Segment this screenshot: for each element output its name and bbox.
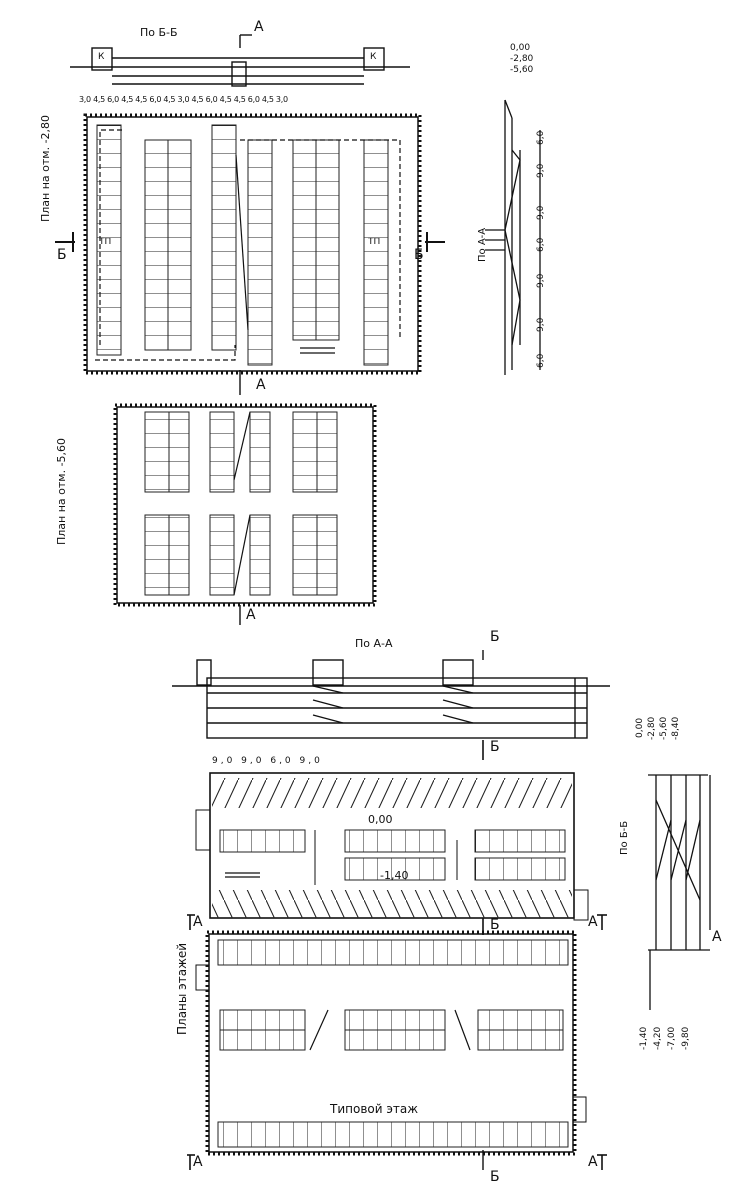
section-aa-small-caption: По А-А xyxy=(477,227,488,262)
tp-left-label: ТП xyxy=(99,237,112,247)
cut-b-mid-label: Б xyxy=(490,739,500,755)
top-section-bb xyxy=(70,34,410,87)
plan-minus-5-60-caption: План на отм. -5,60 xyxy=(55,437,68,545)
cut-a-bottom-label: А xyxy=(246,607,256,623)
cut-a-mid-label: А xyxy=(256,377,266,393)
top-dimensions: 3,0 4,5 6,0 4,5 4,5 6,0 4,5 3,0 4,5 6,0 … xyxy=(79,95,288,104)
cut-a-left-upper: А xyxy=(193,914,203,930)
cut-a-right-upper: А xyxy=(588,914,598,930)
k-left-label: К xyxy=(98,52,105,62)
cut-a-top-label: А xyxy=(254,19,264,35)
bb-bottom-elev-3: -7,00 xyxy=(667,1026,677,1050)
bb-top-elev-1: 0,00 xyxy=(635,717,645,738)
typical-floor-plan xyxy=(195,930,587,1170)
small-section-bb xyxy=(648,774,711,1010)
bb-bottom-elev-2: -4,20 xyxy=(653,1026,663,1050)
elev-minus-5-60: -5,60 xyxy=(510,65,534,75)
small-section-aa xyxy=(485,99,541,375)
section-aa-dim-3: 9,0 xyxy=(536,205,546,220)
section-aa-dim-5: 9,0 xyxy=(536,273,546,288)
section-bb-title: По Б-Б xyxy=(140,26,178,39)
section-aa-title: По А-А xyxy=(355,637,393,650)
section-markers xyxy=(187,740,607,1170)
plan-minus-5-60 xyxy=(113,403,377,625)
tp-right-label: ТП xyxy=(368,237,381,247)
section-aa-dim-1: 6,0 xyxy=(536,130,546,145)
bb-bottom-elev-1: -1,40 xyxy=(639,1026,649,1050)
k-right-label: К xyxy=(370,52,377,62)
section-aa-dim-4: 6,0 xyxy=(536,237,546,252)
bottom-dimensions: 9,0 9,0 6,0 9,0 xyxy=(212,756,323,766)
cut-a-right-lower: А xyxy=(588,1154,598,1170)
elev-0-00: 0,00 xyxy=(510,43,531,53)
cut-a-left-lower: А xyxy=(193,1154,203,1170)
bb-top-elev-4: -8,40 xyxy=(671,716,681,740)
plan-minus-2-80-caption: План на отм. -2,80 xyxy=(39,114,52,222)
cut-a-side-label: А xyxy=(712,929,722,945)
section-bb-small-caption: По Б-Б xyxy=(619,820,630,855)
bb-bottom-elev-4: -9,80 xyxy=(681,1026,691,1050)
section-aa-dim-6: 9,0 xyxy=(536,317,546,332)
section-aa-dim-7: 6,0 xyxy=(536,353,546,368)
floors-caption: Планы этажей xyxy=(175,942,189,1035)
elev-minus-2-80: -2,80 xyxy=(510,54,534,64)
typical-floor-label: Типовой этаж xyxy=(330,1102,419,1116)
floor-plan-split-level xyxy=(195,772,589,921)
bb-top-elev-3: -5,60 xyxy=(659,716,669,740)
cut-b-left-label: Б xyxy=(57,247,67,263)
cut-b-between: Б xyxy=(490,917,500,933)
section-aa-large xyxy=(172,650,610,739)
plan-minus-2-80 xyxy=(55,113,445,395)
cut-b-right-label: Б xyxy=(414,247,424,263)
cut-b-top-label: Б xyxy=(490,629,500,645)
floor-0-00-label: 0,00 xyxy=(368,813,393,826)
section-aa-dim-2: 9,0 xyxy=(536,163,546,178)
bb-top-elev-2: -2,80 xyxy=(647,716,657,740)
cut-b-bottom: Б xyxy=(490,1169,500,1185)
floor-minus-1-40-label: -1,40 xyxy=(380,869,409,882)
